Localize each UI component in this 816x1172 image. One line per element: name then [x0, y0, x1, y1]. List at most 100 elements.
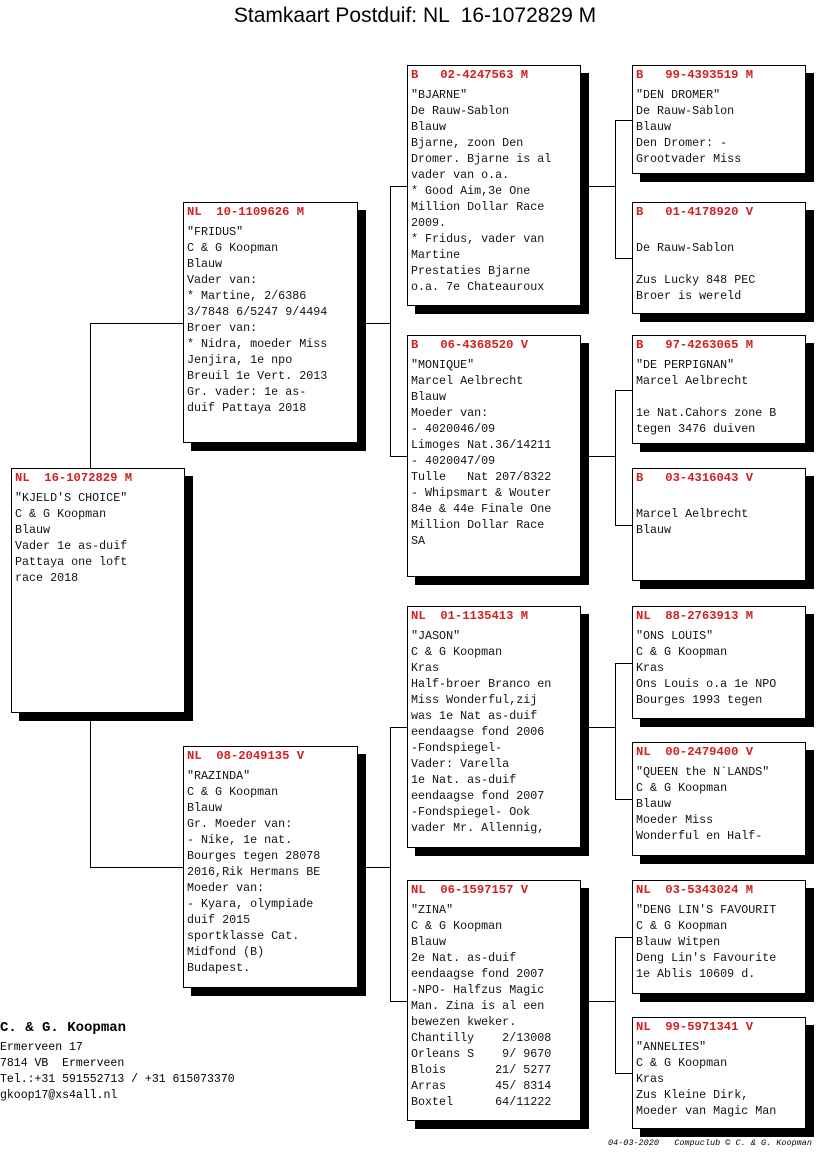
- pigeon-info-line: Blauw: [187, 257, 223, 271]
- pigeon-info-line: C & G Koopman: [636, 781, 728, 795]
- ring-number: NL 06-1597157 V: [411, 882, 580, 902]
- pigeon-info-line: [636, 256, 805, 272]
- pigeon-info-line: Blauw: [636, 523, 672, 537]
- pigeon-info-line: 2e Nat. as-duif: [411, 951, 517, 965]
- sex-marker: M: [745, 338, 754, 352]
- pigeon-info-line: Den Dromer: -: [636, 136, 728, 150]
- connector-line: [358, 867, 390, 868]
- pigeon-info-line: o.a. 7e Chateauroux: [411, 280, 545, 294]
- owner-email[interactable]: gkoop17@xs4all.nl: [0, 1089, 118, 1102]
- connector-line: [615, 390, 616, 526]
- pigeon-info-line: Broer van:: [187, 321, 258, 335]
- ring-id: 01-4178920: [665, 205, 739, 219]
- ring-id: 99-4393519: [665, 68, 739, 82]
- ring-id: 10-1109626: [216, 205, 290, 219]
- sex-marker: M: [124, 471, 133, 485]
- pigeon-info-line: Marcel Aelbrecht: [636, 507, 749, 521]
- ring-id: 00-2479400: [665, 745, 739, 759]
- connector-line: [358, 323, 390, 324]
- ring-number: NL 00-2479400 V: [636, 744, 805, 764]
- pigeon-name: "ANNELIES": [636, 1040, 707, 1054]
- country-code: NL: [636, 883, 651, 897]
- owner-address-line: Ermerveen 17: [0, 1041, 83, 1054]
- pigeon-info-line: Vader: Varella: [411, 757, 510, 771]
- country-code: B: [636, 205, 644, 219]
- sex-marker: V: [520, 338, 529, 352]
- pigeon-info-line: duif 2015: [187, 913, 251, 927]
- pigeon-info-line: Jenjira, 1e npo: [187, 353, 293, 367]
- pigeon-info-line: vader van o.a.: [411, 168, 510, 182]
- pigeon-card-sire-dam-sire[interactable]: B 97-4263065 M"DE PERPIGNAN"Marcel Aelbr…: [632, 335, 806, 444]
- country-code: NL: [411, 609, 426, 623]
- connector-line: [390, 186, 391, 457]
- pigeon-info-line: bewezen kweker.: [411, 1015, 517, 1029]
- pigeon-card-dam-sire-dam[interactable]: NL 00-2479400 V"QUEEN the N`LANDS"C & G …: [632, 742, 806, 856]
- connector-line: [615, 799, 632, 800]
- pigeon-info-line: Wonderful en Half-: [636, 829, 763, 843]
- pigeon-info-line: Vader van:: [187, 273, 258, 287]
- ring-number: NL 16-1072829 M: [15, 470, 184, 490]
- connector-line: [615, 525, 632, 526]
- sex-marker: V: [745, 205, 754, 219]
- pigeon-name: "RAZINDA": [187, 769, 251, 783]
- pigeon-info-line: Bourges 1993 tegen: [636, 693, 763, 707]
- pigeon-info-line: Midfond (B): [187, 945, 265, 959]
- connector-line: [90, 323, 91, 468]
- pigeon-info-line: Man. Zina is al een: [411, 999, 545, 1013]
- country-code: B: [636, 338, 644, 352]
- connector-line: [615, 1073, 632, 1074]
- pigeon-info-line: Zus Kleine Dirk,: [636, 1088, 749, 1102]
- connector-line: [90, 713, 91, 867]
- owner-phone: Tel.:+31 591552713 / +31 615073370: [0, 1073, 235, 1086]
- connector-line: [90, 323, 183, 324]
- pigeon-info-line: Dromer. Bjarne is al: [411, 152, 552, 166]
- connector-line: [581, 1001, 615, 1002]
- connector-line: [390, 727, 391, 1002]
- pigeon-info-line: Kras: [411, 661, 440, 675]
- pigeon-info-line: Million Dollar Race: [411, 518, 545, 532]
- sex-marker: M: [520, 68, 529, 82]
- owner-name: C. & G. Koopman: [0, 1020, 127, 1036]
- pigeon-card-sire-sire-sire[interactable]: B 99-4393519 M"DEN DROMER"De Rauw-Sablon…: [632, 65, 806, 174]
- sex-marker: V: [296, 749, 305, 763]
- pigeon-info-line: Pattaya one loft: [15, 555, 128, 569]
- ring-id: 08-2049135: [216, 749, 290, 763]
- pigeon-info-line: Blauw: [15, 523, 51, 537]
- pigeon-card-subject[interactable]: NL 16-1072829 M"KJELD'S CHOICE"C & G Koo…: [11, 468, 185, 713]
- sex-marker: V: [745, 1020, 754, 1034]
- connector-line: [390, 1001, 407, 1002]
- pigeon-info-line: 1e Nat.Cahors zone B: [636, 406, 777, 420]
- pigeon-info-line: 84e & 44e Finale One: [411, 502, 552, 516]
- ring-number: B 03-4316043 V: [636, 470, 805, 490]
- pigeon-name: "BJARNE": [411, 88, 468, 102]
- pigeon-info-line: Breuil 1e Vert. 2013: [187, 369, 328, 383]
- connector-line: [581, 727, 615, 728]
- pigeon-info-line: C & G Koopman: [187, 241, 279, 255]
- pigeon-info-line: - 4020046/09: [411, 422, 496, 436]
- sex-marker: M: [745, 609, 754, 623]
- pigeon-info-line: Moeder van:: [411, 406, 489, 420]
- country-code: NL: [411, 883, 426, 897]
- connector-line: [390, 727, 407, 728]
- pigeon-info-line: 1e Ablis 10609 d.: [636, 967, 756, 981]
- pigeon-info-line: C & G Koopman: [15, 507, 107, 521]
- pigeon-info-line: * Martine, 2/6386: [187, 289, 307, 303]
- pigeon-name: "JASON": [411, 629, 461, 643]
- country-code: NL: [636, 1020, 651, 1034]
- pigeon-info-line: Kras: [636, 1072, 665, 1086]
- pigeon-info-line: Grootvader Miss: [636, 152, 742, 166]
- pigeon-info-line: eendaagse fond 2007: [411, 967, 545, 981]
- connector-line: [581, 186, 615, 187]
- ring-id: 03-5343024: [665, 883, 739, 897]
